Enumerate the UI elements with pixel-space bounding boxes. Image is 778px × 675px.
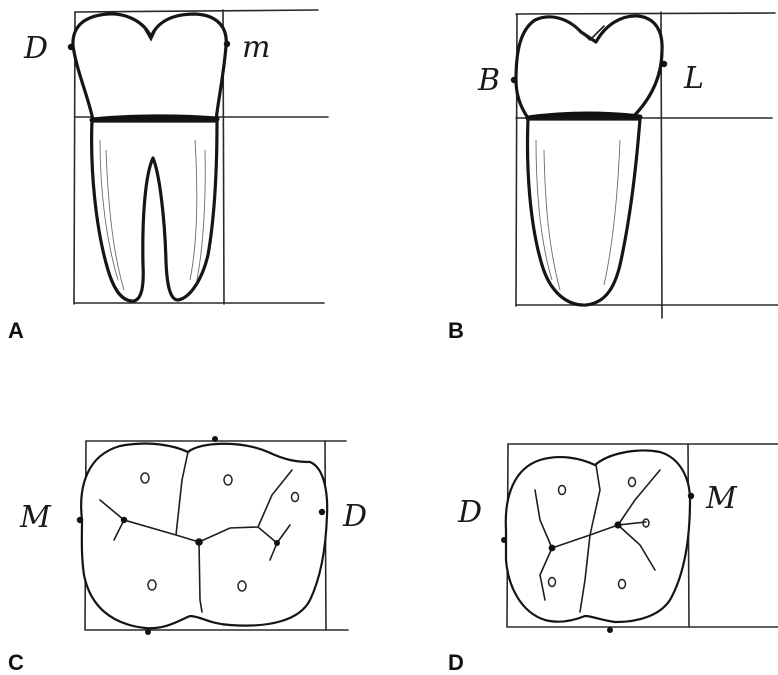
panel-c-right-mark: D [342, 499, 367, 534]
panel-d: D M D [448, 444, 778, 675]
panel-b: B L B [448, 12, 778, 343]
panel-c-label: C [8, 650, 24, 675]
panel-a-crown [73, 14, 226, 120]
panel-b-contact-dot-left [511, 77, 517, 83]
panel-c-contact-dot-left [77, 517, 83, 523]
panel-b-label: B [448, 318, 464, 343]
panel-c-contact-dot-right [319, 509, 325, 515]
panel-a-right-mark: m [242, 30, 270, 65]
panel-b-right-mark: L [683, 61, 704, 96]
panel-d-contact-dot-bottom [607, 627, 613, 633]
panel-a: D m A [8, 10, 328, 343]
panel-c-mesial-pit [121, 517, 127, 523]
panel-b-root [528, 119, 640, 305]
panel-a-left-mark: D [23, 31, 48, 66]
panel-b-contact-dot-right [661, 61, 667, 67]
panel-c-left-mark: M [19, 500, 52, 535]
panel-d-distal-pit [549, 545, 556, 552]
panel-d-central-pit [614, 521, 621, 528]
panel-c-contact-dot-bottom [145, 629, 151, 635]
panel-b-crown [516, 16, 662, 118]
panel-c-distal-pit [274, 540, 280, 546]
panel-a-contact-dot-left [68, 44, 74, 50]
panel-d-label: D [448, 650, 464, 675]
panel-a-contact-dot-right [224, 41, 230, 47]
panel-c-central-pit [195, 538, 203, 546]
panel-d-contact-dot-left [501, 537, 507, 543]
panel-a-label: A [8, 318, 24, 343]
panel-d-contact-dot-right [688, 493, 694, 499]
panel-c-contact-dot-top [212, 436, 218, 442]
panel-d-left-mark: D [457, 495, 482, 530]
panel-d-right-mark: M [705, 481, 738, 516]
panel-c: M D C [8, 436, 367, 675]
panel-b-left-mark: B [477, 63, 500, 98]
